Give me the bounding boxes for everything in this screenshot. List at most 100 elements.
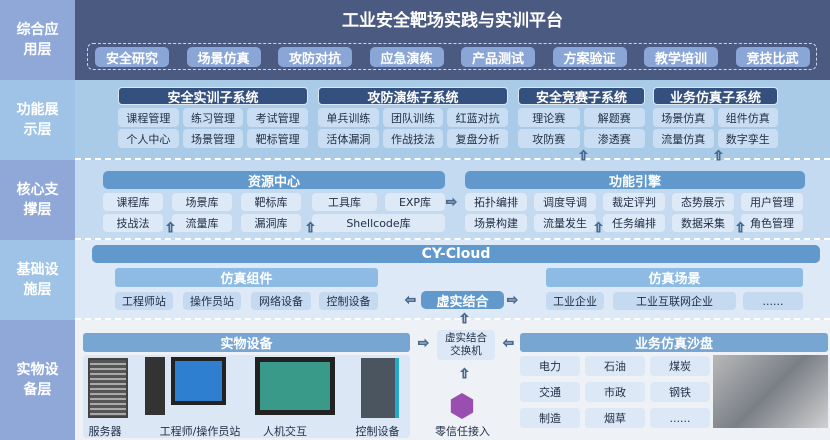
sandbox-header: 业务仿真沙盘: [520, 333, 828, 352]
sim-scene-item: ......: [743, 292, 803, 310]
sim-scenes-header: 仿真场景: [546, 268, 803, 287]
resource-item: 漏洞库: [241, 214, 301, 232]
sim-component-item: 控制设备: [319, 292, 378, 310]
device-label: 人机交互: [263, 424, 307, 438]
engine-item: 调度导调: [534, 193, 596, 211]
engine-item: 拓扑编排: [465, 193, 527, 211]
page-title: 工业安全靶场实践与实训平台: [342, 11, 563, 31]
layer-label-physical: 实物设备层: [0, 320, 75, 440]
subsystem-item: 攻防赛: [518, 129, 580, 148]
switch-box: 虚实结合交换机: [437, 330, 495, 360]
sandbox-item: 制造: [520, 408, 580, 428]
engine-item: 用户管理: [741, 193, 803, 211]
application-chip: 教学培训: [644, 47, 718, 67]
subsystem-item: 课程管理: [118, 108, 179, 127]
arrow-icon: ⇧: [713, 149, 725, 164]
arrow-icon: ⇨: [446, 195, 458, 210]
subsystem-item: 单兵训练: [318, 108, 379, 127]
virtual-real-box: 虚实结合: [421, 291, 504, 310]
sandbox-item: 烟草: [585, 408, 645, 428]
layer-label-application: 综合应用层: [0, 0, 75, 80]
arrow-icon: ⇧: [305, 221, 317, 236]
sim-scene-item: 工业互联网企业: [613, 292, 736, 310]
sandbox-item: 石油: [585, 356, 645, 376]
subsystem-header: 安全实训子系统: [118, 87, 308, 106]
monitor-icon: [171, 357, 226, 405]
application-chip: 场景仿真: [186, 47, 261, 67]
engine-item: 态势展示: [672, 193, 734, 211]
zero-trust-icon: [450, 393, 474, 419]
sandbox-item: 煤炭: [650, 356, 710, 376]
arrow-icon: ⇧: [578, 149, 590, 164]
plc-icon: [361, 358, 399, 418]
subsystem-item: 复盘分析: [447, 129, 508, 148]
application-chip: 攻防对抗: [278, 47, 352, 67]
subsystem-item: 练习管理: [182, 108, 244, 127]
resource-item: EXP库: [385, 193, 445, 211]
resource-item: 靶标库: [241, 193, 301, 211]
sim-component-item: 操作员站: [183, 292, 241, 310]
application-chip: 竞技比武: [735, 47, 810, 67]
subsystem-item: 数字孪生: [717, 129, 778, 148]
subsystem-header: 业务仿真子系统: [653, 87, 778, 106]
sim-component-item: 工程师站: [115, 292, 173, 310]
sandbox-item: ......: [650, 408, 710, 428]
subsystem-item: 理论赛: [518, 108, 580, 127]
engine-item: 流量发生: [534, 214, 596, 232]
device-label: 控制设备: [355, 424, 400, 438]
sandbox-item: 交通: [520, 382, 580, 402]
subsystem-item: 团队训练: [382, 108, 444, 127]
arrow-icon: ⇧: [735, 221, 747, 236]
sandbox-item: 电力: [520, 356, 580, 376]
engine-item: 场景构建: [465, 214, 527, 232]
arrow-icon: ⇧: [165, 221, 177, 236]
engine-item: 数据采集: [672, 214, 734, 232]
arrow-icon: ⇧: [459, 367, 471, 382]
hmi-icon: [255, 357, 335, 415]
arrow-icon: ⇧: [593, 221, 605, 236]
sim-component-item: 网络设备: [251, 292, 311, 310]
resource-item: 工具库: [312, 193, 377, 211]
sim-components-header: 仿真组件: [115, 268, 378, 287]
zero-trust-label: 零信任接入: [435, 424, 490, 438]
arrow-icon: ⇦: [405, 293, 417, 308]
subsystem-item: 流量仿真: [653, 129, 714, 148]
function-engine-header: 功能引擎: [465, 171, 805, 190]
arrow-icon: ⇧: [459, 312, 471, 327]
layer-label-function: 功能展示层: [0, 80, 75, 160]
resource-item: 流量库: [172, 214, 232, 232]
resource-item: 技战法: [103, 214, 163, 232]
subsystem-item: 组件仿真: [717, 108, 778, 127]
resource-item: 场景库: [172, 193, 232, 211]
arrow-icon: ⇨: [418, 336, 430, 351]
device-label: 工程师/操作员站: [159, 424, 241, 438]
subsystem-item: 红蓝对抗: [447, 108, 508, 127]
engine-item: 裁定评判: [603, 193, 665, 211]
subsystem-header: 安全竞赛子系统: [518, 87, 645, 106]
resource-center-header: 资源中心: [103, 171, 445, 190]
workstation-icon: [145, 357, 165, 415]
engine-item: 角色管理: [741, 214, 803, 232]
cy-cloud-bar: CY-Cloud: [92, 245, 820, 263]
application-chip: 方案验证: [552, 47, 627, 67]
layer-label-core: 核心支撑层: [0, 160, 75, 240]
engine-item: 任务编排: [603, 214, 665, 232]
subsystem-item: 作战技法: [382, 129, 444, 148]
device-label: 服务器: [88, 424, 122, 438]
application-chip: 产品测试: [461, 47, 535, 67]
subsystem-header: 攻防演练子系统: [318, 87, 508, 106]
resource-item: Shellcode库: [312, 214, 445, 232]
application-chip: 应急演练: [369, 47, 444, 67]
sandbox-photo: [713, 355, 828, 428]
arrow-icon: ⇨: [507, 293, 519, 308]
device-panel: [83, 355, 410, 438]
arrow-icon: ⇦: [503, 336, 515, 351]
sandbox-item: 钢铁: [650, 382, 710, 402]
subsystem-item: 个人中心: [118, 129, 179, 148]
subsystem-item: 靶标管理: [247, 129, 308, 148]
physical-devices-header: 实物设备: [83, 333, 410, 352]
sandbox-item: 市政: [585, 382, 645, 402]
subsystem-item: 活体漏洞: [318, 129, 379, 148]
resource-item: 课程库: [103, 193, 163, 211]
server-icon: [88, 358, 128, 418]
